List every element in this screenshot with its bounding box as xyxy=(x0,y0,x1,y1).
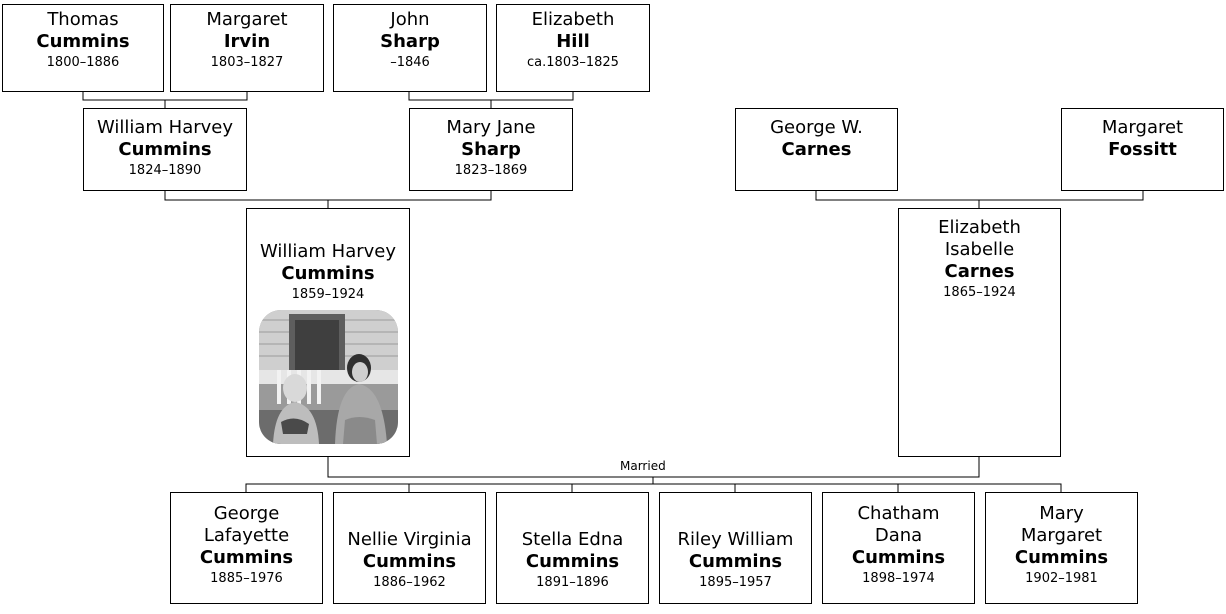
given-name: Dana xyxy=(874,525,923,546)
surname: Cummins xyxy=(118,139,212,160)
life-dates: 1902–1981 xyxy=(1025,571,1098,586)
person-card-william-harvey-cummins-sr[interactable]: William Harvey Cummins 1824–1890 xyxy=(83,108,247,191)
surname: Cummins xyxy=(362,551,457,572)
person-card-elizabeth-isabelle-carnes[interactable]: Elizabeth Isabelle Carnes 1865–1924 xyxy=(898,208,1061,457)
person-card-thomas-cummins[interactable]: Thomas Cummins 1800–1886 xyxy=(2,4,164,92)
surname: Carnes xyxy=(781,139,852,160)
surname: Cummins xyxy=(281,263,375,284)
life-dates: 1891–1896 xyxy=(536,575,609,590)
person-card-margaret-fossitt[interactable]: Margaret Fossitt xyxy=(1061,108,1224,191)
given-name: George W. xyxy=(770,117,863,138)
life-dates: 1898–1974 xyxy=(862,571,935,586)
person-card-mary-margaret-cummins[interactable]: Mary Margaret Cummins 1902–1981 xyxy=(985,492,1138,604)
life-dates: 1895–1957 xyxy=(699,575,772,590)
surname: Hill xyxy=(556,31,590,52)
given-name: John xyxy=(390,9,430,30)
life-dates: –1846 xyxy=(390,55,430,70)
given-name: William Harvey xyxy=(259,241,397,262)
person-card-margaret-irvin[interactable]: Margaret Irvin 1803–1827 xyxy=(170,4,324,92)
given-name: Elizabeth xyxy=(938,217,1021,238)
person-card-john-sharp[interactable]: John Sharp –1846 xyxy=(333,4,487,92)
surname: Cummins xyxy=(199,547,294,568)
life-dates: 1859–1924 xyxy=(291,287,365,302)
portrait-photo xyxy=(258,310,398,444)
surname: Fossitt xyxy=(1108,139,1177,160)
given-name: Isabelle xyxy=(944,239,1015,260)
given-name: Thomas xyxy=(47,9,119,30)
life-dates: 1824–1890 xyxy=(128,163,202,178)
surname: Sharp xyxy=(461,139,521,160)
person-card-nellie-virginia-cummins[interactable]: Nellie Virginia Cummins 1886–1962 xyxy=(333,492,486,604)
given-name: Margaret xyxy=(206,9,288,30)
life-dates: 1886–1962 xyxy=(373,575,446,590)
surname: Irvin xyxy=(223,31,271,52)
life-dates: 1800–1886 xyxy=(46,55,120,70)
life-dates: ca.1803–1825 xyxy=(527,55,619,70)
surname: Cummins xyxy=(851,547,946,568)
person-card-elizabeth-hill[interactable]: Elizabeth Hill ca.1803–1825 xyxy=(496,4,650,92)
given-name: Chatham xyxy=(857,503,940,524)
marriage-label: Married xyxy=(620,459,666,473)
person-card-chatham-dana-cummins[interactable]: Chatham Dana Cummins 1898–1974 xyxy=(822,492,975,604)
surname: Cummins xyxy=(688,551,783,572)
surname: Sharp xyxy=(380,31,440,52)
given-name: George xyxy=(213,503,280,524)
person-card-stella-edna-cummins[interactable]: Stella Edna Cummins 1891–1896 xyxy=(496,492,649,604)
person-card-mary-jane-sharp[interactable]: Mary Jane Sharp 1823–1869 xyxy=(409,108,573,191)
life-dates: 1885–1976 xyxy=(210,571,283,586)
person-card-george-w-carnes[interactable]: George W. Carnes xyxy=(735,108,898,191)
life-dates: 1823–1869 xyxy=(454,163,528,178)
given-name: Margaret xyxy=(1101,117,1184,138)
life-dates: 1803–1827 xyxy=(210,55,284,70)
person-card-riley-william-cummins[interactable]: Riley William Cummins 1895–1957 xyxy=(659,492,812,604)
given-name: Nellie Virginia xyxy=(347,529,472,550)
surname: Cummins xyxy=(1014,547,1109,568)
given-name: Elizabeth xyxy=(531,9,615,30)
given-name: Mary xyxy=(1039,503,1084,524)
person-card-william-harvey-cummins-jr[interactable]: William Harvey Cummins 1859–1924 xyxy=(246,208,410,457)
given-name: Lafayette xyxy=(203,525,290,546)
surname: Cummins xyxy=(36,31,130,52)
given-name: Margaret xyxy=(1020,525,1103,546)
surname: Carnes xyxy=(944,261,1015,282)
given-name: Stella Edna xyxy=(521,529,624,550)
given-name: Mary Jane xyxy=(446,117,536,138)
life-dates: 1865–1924 xyxy=(943,285,1016,300)
given-name: Riley William xyxy=(677,529,794,550)
surname: Cummins xyxy=(525,551,620,572)
person-card-george-lafayette-cummins[interactable]: George Lafayette Cummins 1885–1976 xyxy=(170,492,323,604)
given-name: William Harvey xyxy=(96,117,234,138)
